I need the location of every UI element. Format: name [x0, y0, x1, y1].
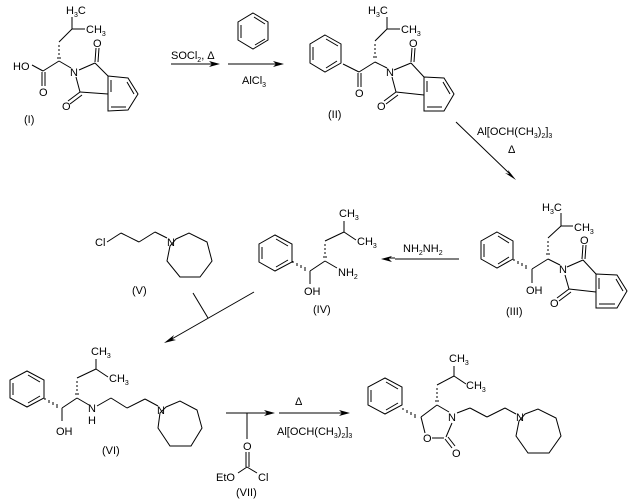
compound-label: (I): [24, 114, 34, 126]
atom-cl: Cl: [95, 237, 105, 249]
phenyl-ring: [309, 34, 342, 73]
atom-ch3: CH3: [466, 380, 486, 394]
atom-h3c: H3C: [66, 5, 86, 19]
hashed-bond: [292, 261, 306, 271]
atom-o: O: [423, 433, 432, 445]
atom-n: N: [167, 237, 175, 249]
reagent-aluminium-isopropoxide: Al[OCH(CH3)2]3: [277, 426, 352, 440]
atom-ch3: CH3: [401, 24, 421, 38]
compound-label: (VII): [236, 487, 257, 499]
atom-oh: OH: [56, 426, 73, 438]
atom-n: N: [386, 67, 394, 79]
compound-vii: O EtO Cl (VII): [216, 441, 268, 499]
hashed-bond: [435, 388, 439, 402]
atom-h3c: H3C: [542, 202, 562, 216]
atom-n: N: [448, 412, 456, 424]
phenyl-ring: [258, 234, 293, 272]
atom-ch3: CH3: [357, 236, 377, 250]
hashed-bond: [75, 381, 79, 395]
reagent-hydrazine: NH2NH2: [403, 243, 443, 257]
atom-ho: HO: [13, 61, 30, 73]
atom-ch3: CH3: [449, 353, 469, 367]
atom-oh: OH: [304, 286, 321, 298]
hashed-bond: [323, 244, 327, 258]
phenyl-ring: [367, 377, 403, 415]
atom-n: N: [559, 264, 567, 276]
atom-ch3: CH3: [86, 24, 106, 38]
phenyl-ring: [480, 231, 514, 269]
atom-ch3: CH3: [109, 373, 129, 387]
atom-ch3: CH3: [574, 222, 594, 236]
hashed-bond: [546, 241, 550, 255]
reagent-alcl3: AlCl3: [242, 75, 266, 89]
hashed-bond: [373, 44, 377, 58]
compound-ii: H3C CH3 N O O O: [309, 5, 455, 121]
atom-o: O: [550, 298, 559, 310]
atom-n: N: [157, 405, 165, 417]
atom-h3c: H3C: [368, 5, 388, 19]
arrow-step2: AlCl3: [228, 12, 284, 89]
atom-o: O: [580, 235, 589, 247]
hashed-bond: [57, 45, 61, 59]
compound-label: (II): [328, 109, 341, 121]
atom-n: N: [516, 412, 524, 424]
compound-label: (V): [132, 285, 147, 297]
arrow-step3: Al[OCH(CH3)2]3 Δ: [455, 121, 552, 180]
compound-i: H3C CH3 N HO O O O (I): [13, 5, 139, 126]
phenyl-ring: [9, 370, 45, 408]
benzene-reagent: [237, 12, 269, 50]
heat-symbol: Δ: [508, 144, 516, 156]
atom-o: O: [377, 101, 386, 113]
reagent-aluminium-isopropoxide: Al[OCH(CH3)2]3: [477, 126, 552, 140]
atom-nh2: NH2: [338, 267, 358, 281]
atom-o: O: [355, 88, 364, 100]
atom-eto: EtO: [216, 472, 235, 484]
compound-label: (IV): [313, 304, 331, 316]
compound-label: (VI): [102, 445, 120, 457]
atom-ch3: CH3: [339, 208, 359, 222]
compound-iv: CH3 CH3 NH2 OH (IV): [258, 208, 377, 316]
atom-o: O: [452, 448, 461, 460]
atom-h: H: [88, 415, 96, 427]
arrow-step5: [164, 291, 255, 343]
atom-o: O: [39, 87, 48, 99]
atom-n: N: [70, 67, 78, 79]
atom-o: O: [93, 38, 102, 50]
compound-vi: CH3 CH3 N H OH N: [9, 346, 203, 457]
atom-o: O: [62, 101, 71, 113]
compound-iii: H3C CH3 N OH O: [480, 202, 628, 318]
atom-o: O: [409, 38, 418, 50]
hashed-bond: [513, 259, 527, 269]
arrow-step1: SOCl2, Δ: [171, 50, 220, 67]
atom-oh: OH: [526, 285, 543, 297]
atom-n: N: [88, 403, 96, 415]
heat-symbol: Δ: [295, 396, 303, 408]
reagent-socl2: SOCl2, Δ: [171, 50, 215, 64]
compound-v: Cl N (V): [95, 231, 213, 297]
atom-ch3: CH3: [91, 346, 111, 360]
arrow-step6: Δ Al[OCH(CH3)2]3: [226, 396, 352, 440]
compound-product: CH3 CH3 N O O: [367, 353, 562, 460]
atom-cl: Cl: [258, 472, 268, 484]
arrow-step4: NH2NH2: [381, 243, 459, 262]
hashed-bond: [402, 408, 416, 418]
hashed-bond: [44, 398, 58, 408]
atom-o: O: [243, 441, 252, 453]
compound-label: (III): [506, 306, 523, 318]
